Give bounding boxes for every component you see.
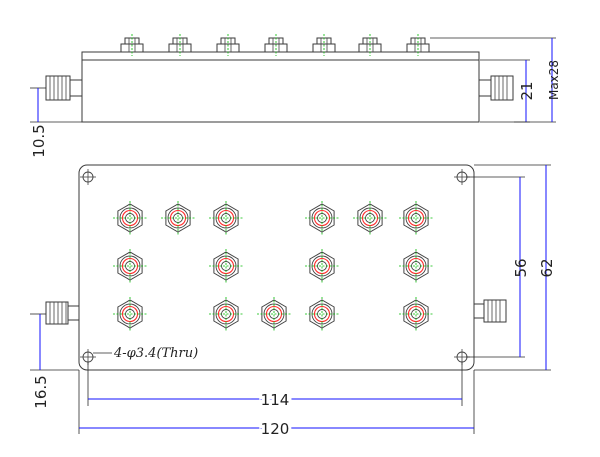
top-right-connector bbox=[473, 299, 507, 323]
dim-21-label: 21 bbox=[518, 81, 536, 100]
hole-note-label: 4-φ3.4(Thru) bbox=[113, 346, 198, 361]
top-left-connector bbox=[45, 301, 80, 325]
side-view-screws bbox=[120, 34, 430, 56]
dim-16-5-label: 16.5 bbox=[32, 375, 50, 408]
tuning-screw-icon bbox=[305, 249, 339, 283]
tuning-screw-icon bbox=[209, 201, 243, 235]
tuning-screw-side-icon bbox=[358, 34, 382, 56]
tuning-screw-icon bbox=[305, 297, 339, 331]
mounting-hole-icon bbox=[80, 169, 96, 185]
tuning-screw-side-icon bbox=[264, 34, 288, 56]
dim-120-label: 120 bbox=[261, 420, 290, 438]
tuning-screw-icon bbox=[305, 201, 339, 235]
tuning-screw-side-icon bbox=[406, 34, 430, 56]
tuning-screw-icon bbox=[161, 201, 195, 235]
side-view: 21 Max28 10.5 bbox=[30, 34, 561, 158]
tuning-screw-icon bbox=[399, 201, 433, 235]
tuning-screw-icon bbox=[399, 297, 433, 331]
dim-62-label: 62 bbox=[538, 258, 556, 277]
tuning-screw-icon bbox=[399, 249, 433, 283]
side-view-cover bbox=[81, 51, 480, 61]
side-left-connector bbox=[45, 75, 83, 101]
side-right-connector bbox=[478, 75, 514, 101]
top-view-screws bbox=[113, 201, 433, 331]
tuning-screw-side-icon bbox=[216, 34, 240, 56]
dim-56-label: 56 bbox=[512, 258, 530, 277]
dim-10-5-label: 10.5 bbox=[30, 124, 48, 157]
tuning-screw-icon bbox=[113, 201, 147, 235]
tuning-screw-icon bbox=[353, 201, 387, 235]
tuning-screw-side-icon bbox=[312, 34, 336, 56]
tuning-screw-icon bbox=[113, 297, 147, 331]
side-view-body bbox=[81, 59, 480, 123]
tuning-screw-icon bbox=[209, 297, 243, 331]
tuning-screw-icon bbox=[257, 297, 291, 331]
tuning-screw-icon bbox=[113, 249, 147, 283]
tuning-screw-icon bbox=[209, 249, 243, 283]
top-view: 4-φ3.4(Thru) 56 62 16.5 114 120 bbox=[30, 164, 556, 441]
tuning-screw-side-icon bbox=[120, 34, 144, 56]
top-view-body bbox=[78, 164, 475, 371]
tuning-screw-side-icon bbox=[168, 34, 192, 56]
dim-max28-label: Max28 bbox=[547, 60, 561, 100]
dim-114-label: 114 bbox=[261, 391, 290, 409]
